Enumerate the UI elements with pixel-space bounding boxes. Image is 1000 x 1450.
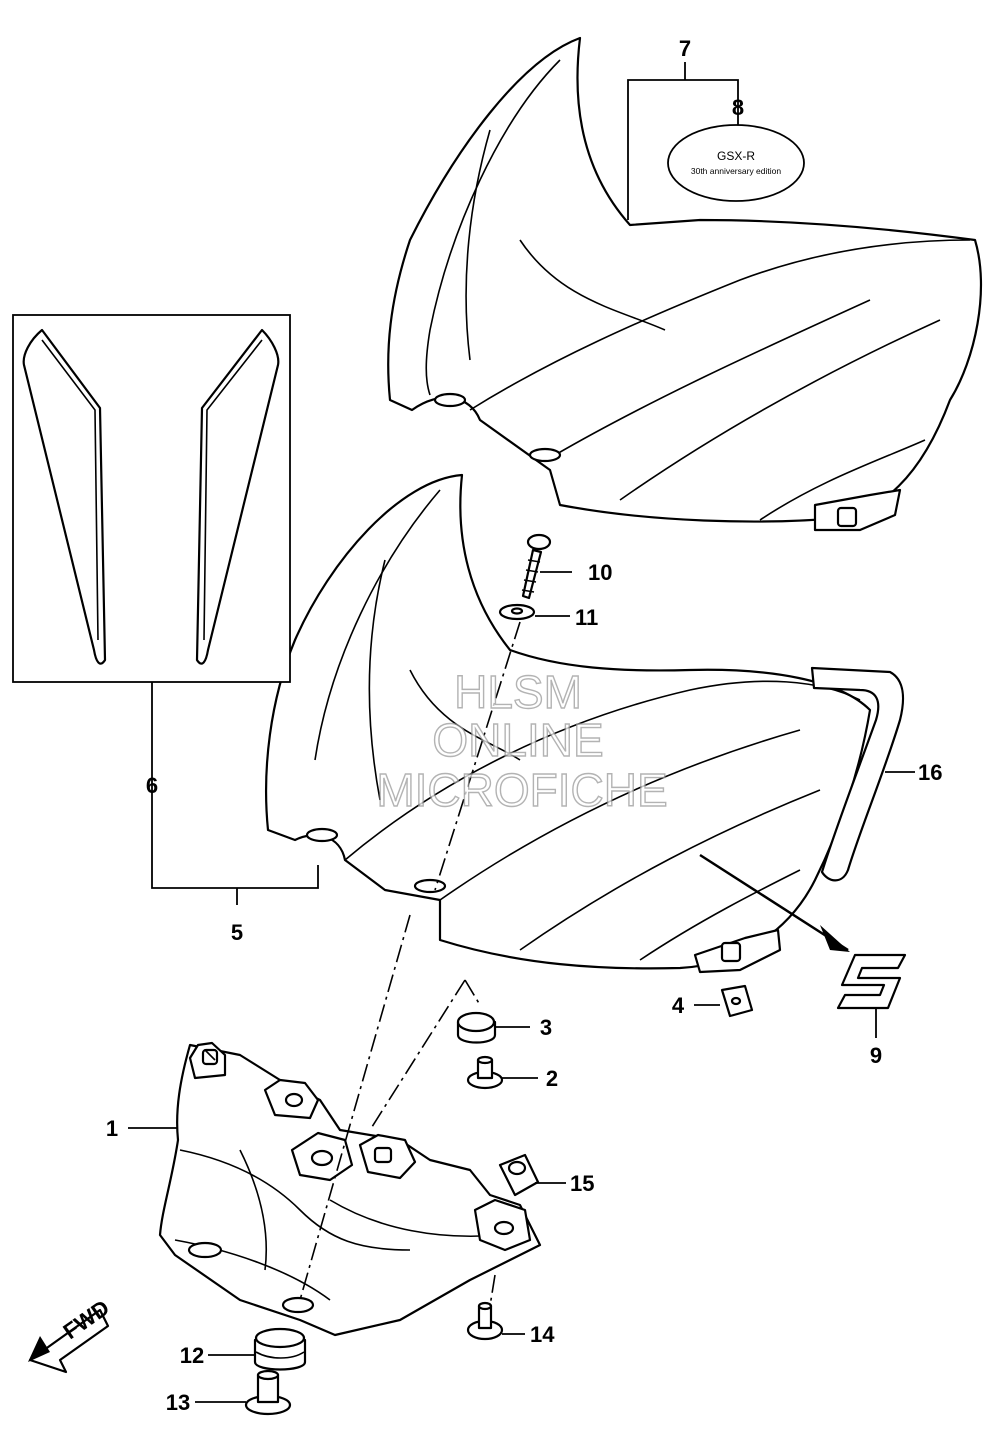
bolt <box>521 533 552 600</box>
assembly-line <box>204 1049 216 1061</box>
emblem-pointer <box>699 853 849 952</box>
lower-tank-cover <box>158 1041 542 1337</box>
watermark-line3: MICROFICHE <box>376 764 667 816</box>
s-emblem <box>836 953 907 1010</box>
emblem-title: GSX-R <box>717 149 755 163</box>
watermark: HLSM ONLINE MICROFICHE <box>376 665 669 816</box>
stripe-set <box>12 314 291 683</box>
callout-2: 2 <box>546 1066 558 1091</box>
callout-11: 11 <box>575 605 598 630</box>
callout-5: 5 <box>231 920 243 945</box>
collar <box>466 1301 504 1341</box>
callout-1: 1 <box>106 1116 118 1141</box>
rubber-mount <box>498 1153 540 1197</box>
callout-10: 10 <box>588 560 612 585</box>
callout-9: 9 <box>870 1043 882 1068</box>
watermark-line1: HLSM <box>454 666 582 718</box>
upper-tank-cover <box>387 36 983 532</box>
tank-cover <box>265 473 872 974</box>
washer <box>498 603 536 621</box>
cushion <box>253 1327 307 1371</box>
callout-4: 4 <box>672 993 685 1018</box>
spacer <box>244 1369 292 1416</box>
fwd-arrow: FWD <box>28 1295 114 1374</box>
callout-3: 3 <box>540 1015 552 1040</box>
grommet <box>456 1011 497 1044</box>
assembly-line <box>299 914 411 1301</box>
collar-bolt <box>466 1055 504 1090</box>
assembly-line <box>434 621 521 891</box>
watermark-line2: ONLINE <box>432 714 603 766</box>
callout-13: 13 <box>166 1390 190 1415</box>
assembly-line <box>489 1274 496 1307</box>
callout-7: 7 <box>679 36 691 61</box>
callout-14: 14 <box>530 1322 555 1347</box>
assembly-line <box>369 979 481 1131</box>
callout-15: 15 <box>570 1171 594 1196</box>
callout-12: 12 <box>180 1343 204 1368</box>
nut-clip <box>720 984 754 1018</box>
emblem-subtitle: 30th anniversary edition <box>691 166 782 176</box>
callout-8: 8 <box>732 95 744 120</box>
side-trim <box>810 666 905 882</box>
emblem-oval: GSX-R 30th anniversary edition <box>667 124 805 202</box>
callout-16: 16 <box>918 760 942 785</box>
callout-6: 6 <box>146 773 158 798</box>
